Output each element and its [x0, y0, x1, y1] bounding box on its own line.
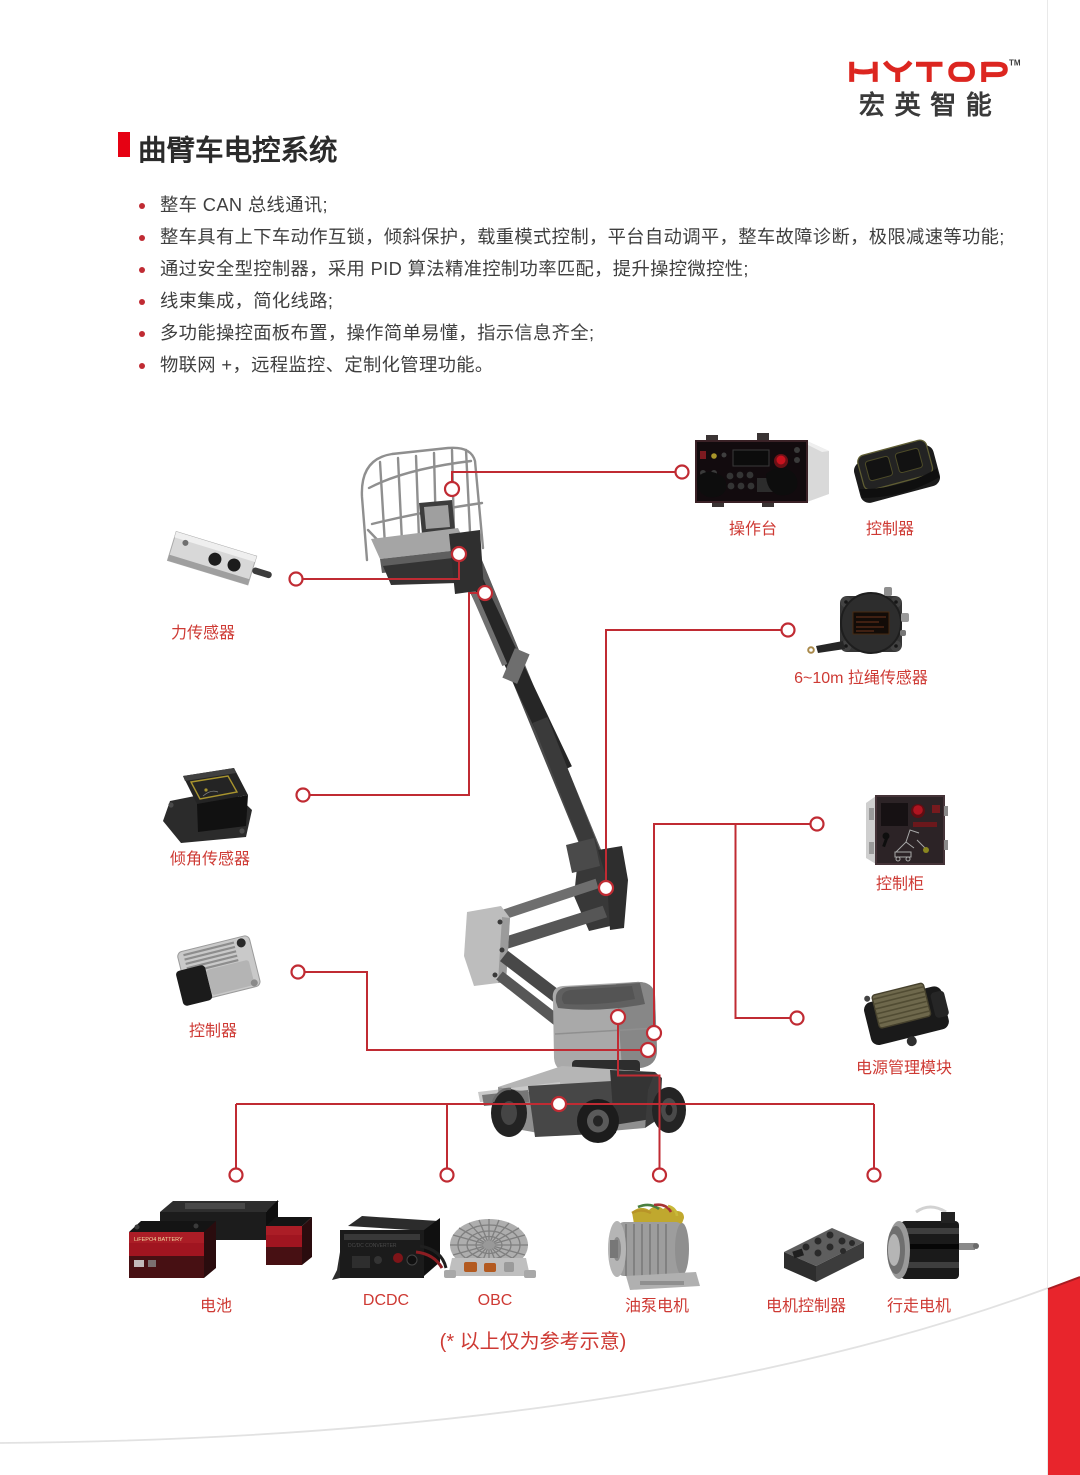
- svg-text:LiFEPO4 BATTERY: LiFEPO4 BATTERY: [134, 1237, 183, 1243]
- svg-text:DC/DC CONVERTER: DC/DC CONVERTER: [348, 1243, 397, 1249]
- svg-text:TM: TM: [1009, 59, 1021, 68]
